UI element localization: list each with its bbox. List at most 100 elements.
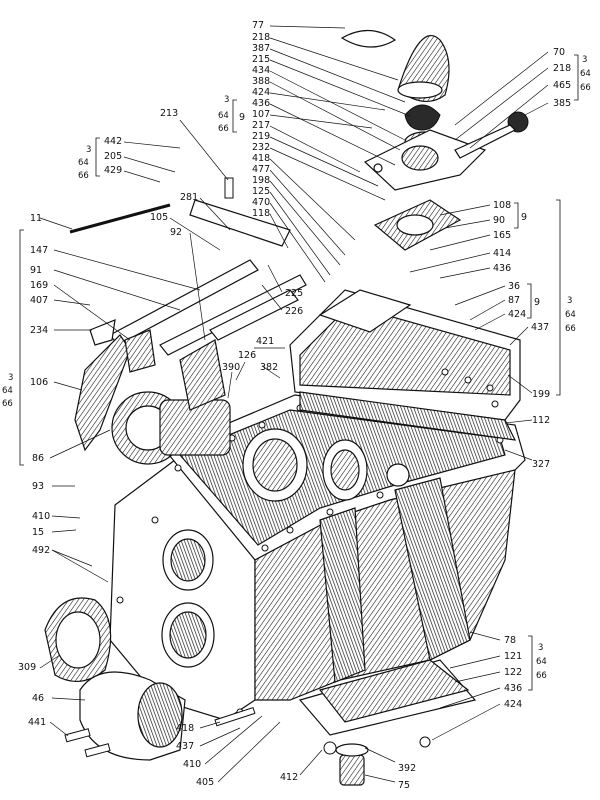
svg-text:218: 218 xyxy=(553,63,571,74)
svg-text:215: 215 xyxy=(252,54,270,65)
callout-219: 219 xyxy=(252,131,379,187)
svg-text:147: 147 xyxy=(30,245,48,256)
svg-text:90: 90 xyxy=(493,215,505,226)
callout-421: 421 xyxy=(254,336,285,349)
callout-418a: 418 xyxy=(252,153,356,241)
svg-text:64: 64 xyxy=(536,657,547,667)
callout-169: 169 xyxy=(30,280,131,341)
callout-281: 281 xyxy=(180,192,231,231)
svg-text:64: 64 xyxy=(565,310,576,320)
svg-text:3: 3 xyxy=(224,95,229,105)
svg-text:78: 78 xyxy=(504,635,516,646)
svg-text:125: 125 xyxy=(252,186,270,197)
callout-147: 147 xyxy=(30,245,201,291)
callout-108: 108 xyxy=(439,200,511,216)
shift-mechanism xyxy=(74,199,307,465)
svg-text:414: 414 xyxy=(493,248,511,259)
svg-text:418: 418 xyxy=(176,723,194,734)
svg-text:410: 410 xyxy=(183,759,201,770)
svg-text:385: 385 xyxy=(553,98,571,109)
svg-text:77: 77 xyxy=(252,20,264,31)
callout-390: 390 xyxy=(222,362,240,399)
callout-327: 327 xyxy=(504,449,550,470)
callout-118: 118 xyxy=(252,208,289,249)
bracket-6: 3 64 66 xyxy=(556,199,576,396)
svg-text:3: 3 xyxy=(582,55,587,65)
callout-198: 198 xyxy=(252,175,341,266)
svg-text:436: 436 xyxy=(252,98,270,109)
svg-text:66: 66 xyxy=(2,399,13,409)
svg-text:3: 3 xyxy=(8,373,13,383)
callout-77: 77 xyxy=(252,20,346,31)
svg-text:3: 3 xyxy=(86,145,91,155)
svg-text:11: 11 xyxy=(30,213,42,224)
svg-text:126: 126 xyxy=(238,350,256,361)
callout-92: 92 xyxy=(170,227,206,341)
svg-text:429: 429 xyxy=(104,165,122,176)
svg-text:390: 390 xyxy=(222,362,240,373)
callout-412: 412 xyxy=(280,749,323,783)
svg-text:70: 70 xyxy=(553,47,565,58)
svg-text:225: 225 xyxy=(285,288,303,299)
svg-text:382: 382 xyxy=(260,362,278,373)
svg-text:213: 213 xyxy=(160,108,178,119)
svg-text:437: 437 xyxy=(531,322,549,333)
callout-424a: 424 xyxy=(252,87,386,111)
callout-424c: 424 xyxy=(431,699,522,741)
svg-text:92: 92 xyxy=(170,227,182,238)
svg-text:9: 9 xyxy=(239,112,245,123)
callout-492: 492 xyxy=(32,545,109,583)
callout-434: 434 xyxy=(252,65,406,141)
callout-405: 405 xyxy=(196,721,281,788)
svg-text:46: 46 xyxy=(32,693,44,704)
svg-text:465: 465 xyxy=(553,80,571,91)
svg-text:118: 118 xyxy=(252,208,270,219)
callout-165: 165 xyxy=(429,230,511,251)
callout-234: 234 xyxy=(30,325,92,336)
bracket-5b: 9 xyxy=(527,283,540,319)
svg-text:87: 87 xyxy=(508,295,520,306)
svg-text:424: 424 xyxy=(504,699,522,710)
callout-437b: 437 xyxy=(176,727,241,752)
callout-225: 225 xyxy=(267,264,303,299)
svg-text:66: 66 xyxy=(565,324,576,334)
callout-410a: 410 xyxy=(32,511,81,522)
svg-text:424: 424 xyxy=(252,87,270,98)
svg-text:106: 106 xyxy=(30,377,48,388)
callout-213: 213 xyxy=(160,108,229,181)
svg-text:327: 327 xyxy=(532,459,550,470)
svg-text:64: 64 xyxy=(2,386,13,396)
callout-441: 441 xyxy=(28,717,69,737)
svg-text:75: 75 xyxy=(398,780,410,791)
svg-text:66: 66 xyxy=(218,124,229,134)
svg-text:86: 86 xyxy=(32,453,44,464)
callout-78: 78 xyxy=(469,631,516,646)
callout-126: 126 xyxy=(235,350,256,381)
callout-382: 382 xyxy=(260,362,281,379)
callout-470: 470 xyxy=(252,197,326,283)
callout-429: 429 xyxy=(104,165,161,183)
svg-text:66: 66 xyxy=(580,83,591,93)
svg-text:434: 434 xyxy=(252,65,270,76)
callout-218b: 218 xyxy=(454,63,571,141)
callout-387: 387 xyxy=(252,43,406,103)
svg-text:217: 217 xyxy=(252,120,270,131)
svg-text:15: 15 xyxy=(32,527,44,538)
svg-text:418: 418 xyxy=(252,153,270,164)
bracket-3: 3 64 66 xyxy=(78,137,100,181)
callout-125: 125 xyxy=(252,186,331,276)
svg-text:112: 112 xyxy=(532,415,550,426)
callout-122: 122 xyxy=(454,667,522,683)
callouts: 77 218 387 215 434 388 424 436 107 217 2… xyxy=(2,20,591,791)
svg-text:492: 492 xyxy=(32,545,50,556)
callout-121: 121 xyxy=(449,651,522,669)
svg-text:9: 9 xyxy=(521,212,527,223)
svg-text:410: 410 xyxy=(32,511,50,522)
callout-205: 205 xyxy=(104,151,176,173)
callout-90: 90 xyxy=(444,215,505,229)
callout-436b: 436 xyxy=(439,263,511,279)
callout-86: 86 xyxy=(32,429,111,464)
callout-407: 407 xyxy=(30,295,91,306)
svg-text:105: 105 xyxy=(150,212,168,223)
shifter-tower xyxy=(69,29,529,251)
